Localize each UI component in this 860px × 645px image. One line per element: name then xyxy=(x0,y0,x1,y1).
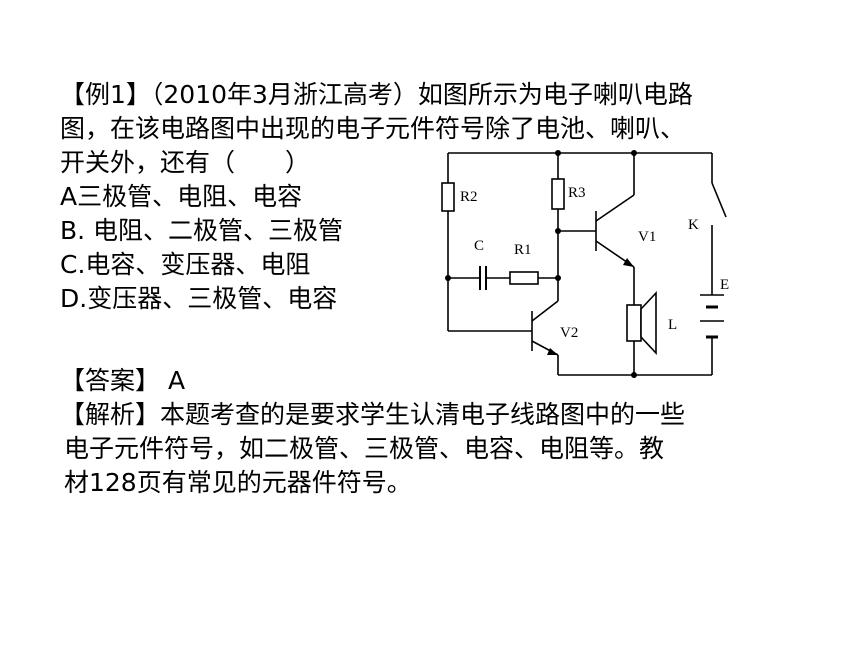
label-r1: R1 xyxy=(514,242,532,258)
option-b: B. 电阻、二极管、三极管 xyxy=(60,216,344,245)
option-c: C.电容、变压器、电阻 xyxy=(60,250,311,279)
analysis-line-3: 材128页有常见的元器件符号。 xyxy=(64,468,412,497)
label-v2: V2 xyxy=(560,325,578,341)
circuit-junctions xyxy=(445,150,637,378)
label-c: C xyxy=(474,238,484,254)
label-l: L xyxy=(668,317,677,333)
answer-label: 【答案】 xyxy=(60,366,161,395)
analysis-line-2: 电子元件符号，如二极管、三极管、电容、电阻等。教 xyxy=(64,434,665,463)
question-line-3: 开关外，还有（ ） xyxy=(60,148,311,177)
option-a: A三极管、电阻、电容 xyxy=(60,182,303,211)
speaker-l xyxy=(626,290,657,356)
analysis-line-1: 【解析】本题考查的是要求学生认清电子线路图中的一些 xyxy=(60,400,686,429)
label-k: K xyxy=(688,217,699,233)
option-d: D.变压器、三极管、电容 xyxy=(60,284,338,313)
resistor-r1 xyxy=(509,271,539,285)
transistor-v2-arrow xyxy=(547,348,558,355)
answer-value: A xyxy=(167,366,186,395)
label-r2: R2 xyxy=(460,189,478,205)
circuit-wires xyxy=(447,152,727,376)
question-line-2: 图，在该电路图中出现的电子元件符号除了电池、喇叭、 xyxy=(60,114,686,143)
capacitor-c xyxy=(479,266,487,290)
transistor-v1-arrow xyxy=(623,258,634,267)
question-line-1: 【例1】（2010年3月浙江高考）如图所示为电子喇叭电路 xyxy=(60,80,693,109)
resistor-r2 xyxy=(441,182,455,212)
label-e: E xyxy=(720,277,729,293)
label-v1: V1 xyxy=(638,229,656,245)
label-r3: R3 xyxy=(568,185,586,201)
resistor-r3 xyxy=(551,178,565,210)
answer-line: 【答案】 A xyxy=(60,364,185,398)
battery-e xyxy=(700,294,724,339)
circuit-diagram: R2 R3 C R1 V1 V2 K E L xyxy=(441,150,729,378)
